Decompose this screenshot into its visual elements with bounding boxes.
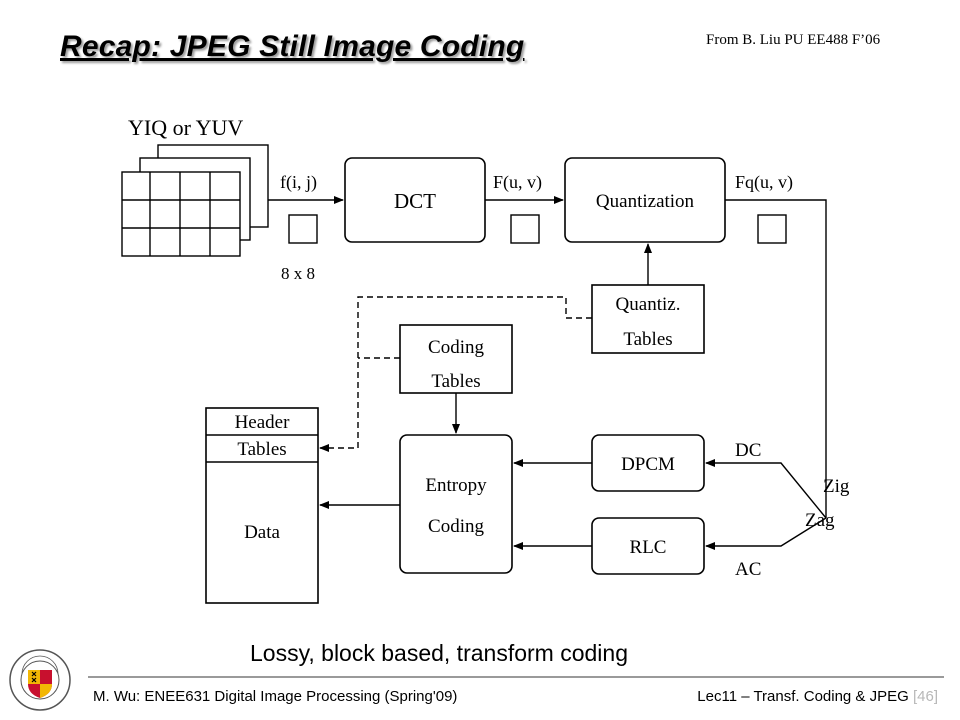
footer-divider	[88, 676, 944, 678]
coding-tables-line2: Tables	[431, 371, 480, 392]
slide-title: Recap: JPEG Still Image Coding	[60, 30, 525, 63]
signal-zig-label: Zig	[823, 476, 850, 497]
jpeg-block-diagram: YIQ or YUV f(i, j) 8 x 8 DCT F(u, v) Qua…	[121, 115, 850, 604]
dpcm-label: DPCM	[621, 454, 675, 475]
signal-quantized-label: Fq(u, v)	[735, 172, 793, 193]
entropy-coding-block	[399, 434, 513, 574]
signal-ac-label: AC	[735, 559, 761, 580]
footer-lecture-info: Lec11 – Transf. Coding & JPEG [46]	[697, 688, 938, 705]
quantized-block-square	[757, 214, 787, 244]
signal-dc-label: DC	[735, 440, 761, 461]
bitstream-tables-label: Tables	[237, 439, 286, 460]
coding-tables-line1: Coding	[428, 337, 484, 358]
footer-lecture-title: Lec11 – Transf. Coding & JPEG	[697, 688, 909, 705]
slide-caption: Lossy, block based, transform coding	[250, 640, 628, 666]
quantization-label: Quantization	[596, 191, 695, 212]
signal-transformed-label: F(u, v)	[493, 172, 542, 193]
dct-block-square	[510, 214, 540, 244]
entropy-line1: Entropy	[425, 475, 487, 496]
source-credit: From B. Liu PU EE488 F’06	[706, 32, 881, 48]
bitstream-header-label: Header	[235, 412, 291, 433]
bitstream-data-label: Data	[244, 522, 280, 543]
block-size-label: 8 x 8	[281, 264, 315, 283]
dct-label: DCT	[394, 189, 436, 213]
signal-spatial-label: f(i, j)	[280, 172, 317, 193]
quant-tables-line2: Tables	[623, 329, 672, 350]
bitstream-box	[205, 407, 319, 604]
quant-tables-line1: Quantiz.	[616, 294, 681, 315]
color-space-label: YIQ or YUV	[128, 115, 243, 140]
rlc-label: RLC	[630, 537, 667, 558]
page-number: [46]	[912, 688, 938, 705]
spatial-block-square	[288, 214, 318, 244]
signal-zag-label: Zag	[805, 510, 835, 531]
footer-course-info: M. Wu: ENEE631 Digital Image Processing …	[93, 688, 458, 705]
entropy-line2: Coding	[428, 516, 484, 537]
university-seal-logo	[9, 649, 71, 711]
image-stack	[121, 144, 269, 257]
